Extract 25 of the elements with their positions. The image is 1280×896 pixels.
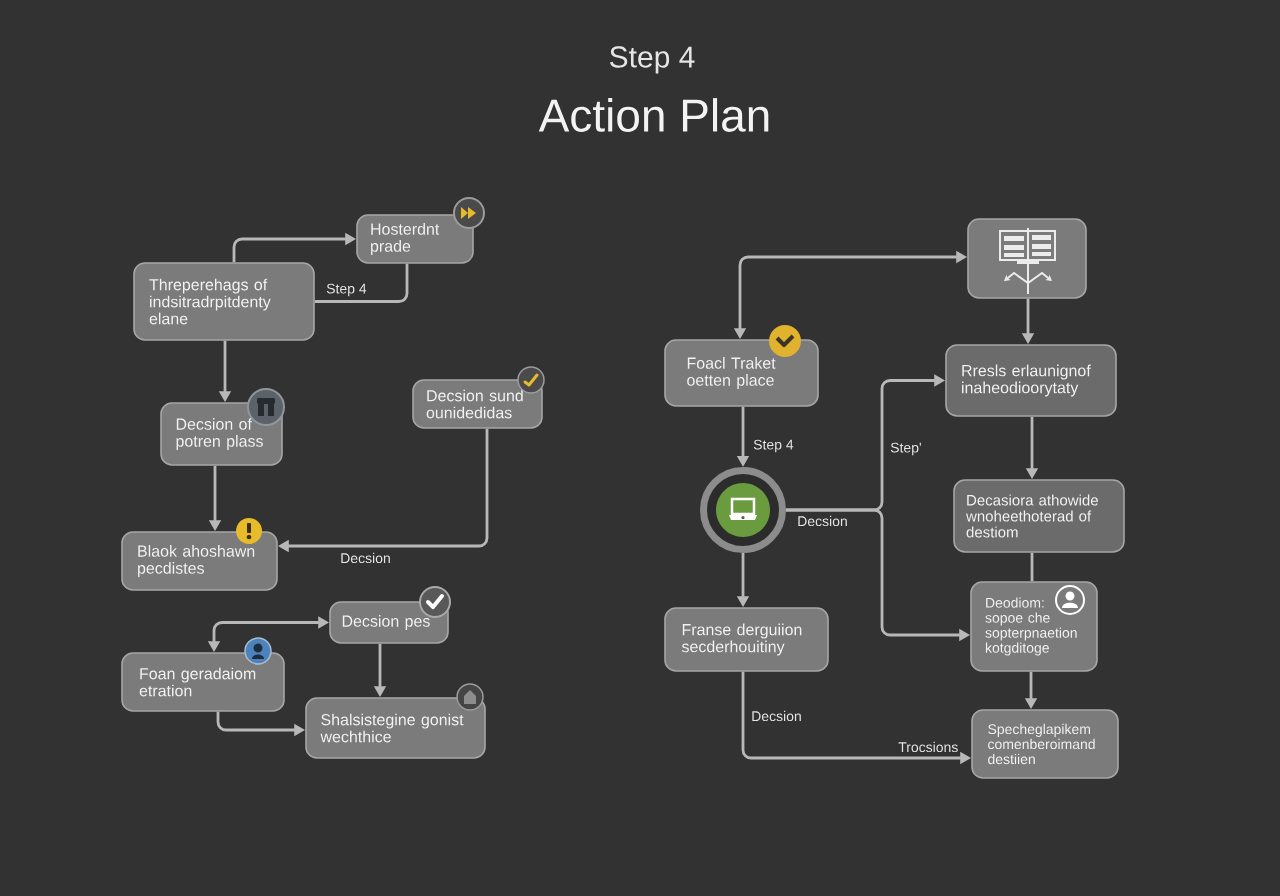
edge-label: Step 4 — [324, 282, 369, 298]
process-box: Shalsistegine gonist wechthice — [305, 697, 486, 759]
title: Action Plan — [538, 98, 769, 132]
edge-label: Step' — [888, 441, 924, 457]
connector-line — [1030, 552, 1034, 582]
line-label: Trocsions — [896, 740, 960, 754]
process-box: Threperehags of indsitradrpitdenty elane — [133, 262, 315, 341]
process-box: Deodiom: sopoe che sopterpnaetion kotgditoge — [970, 581, 1098, 672]
edge-label: Step 4 — [751, 438, 796, 454]
process-box: Franse derguiion secderhouitiny — [664, 607, 829, 672]
process-box: Decsion pes — [329, 601, 449, 644]
edge-label: Decsion — [795, 514, 850, 528]
edge-label: Decsion — [338, 551, 393, 565]
process-box: Hosterdnt prade — [356, 214, 474, 264]
process-box: Rresls erlaunignof inaheodioorytaty — [945, 344, 1117, 417]
process-box: Decsion of potren plass — [160, 402, 283, 466]
process-box: Decsion sund ounidedidas — [412, 379, 543, 429]
process-box: Decasiora athowide wnoheethoterad of destiom — [953, 479, 1125, 553]
process-box: Blaok ahoshawn pecdistes — [121, 531, 278, 591]
subtitle: Step 4 — [607, 44, 697, 76]
process-box: Foan geradaiom etration — [121, 652, 285, 712]
process-box: Foacl Traket oetten place — [664, 339, 819, 407]
process-box: Specheglapikem comenberoimand destiien — [971, 709, 1119, 779]
connector-line — [314, 263, 409, 303]
edge-label: Decsion — [749, 709, 804, 723]
